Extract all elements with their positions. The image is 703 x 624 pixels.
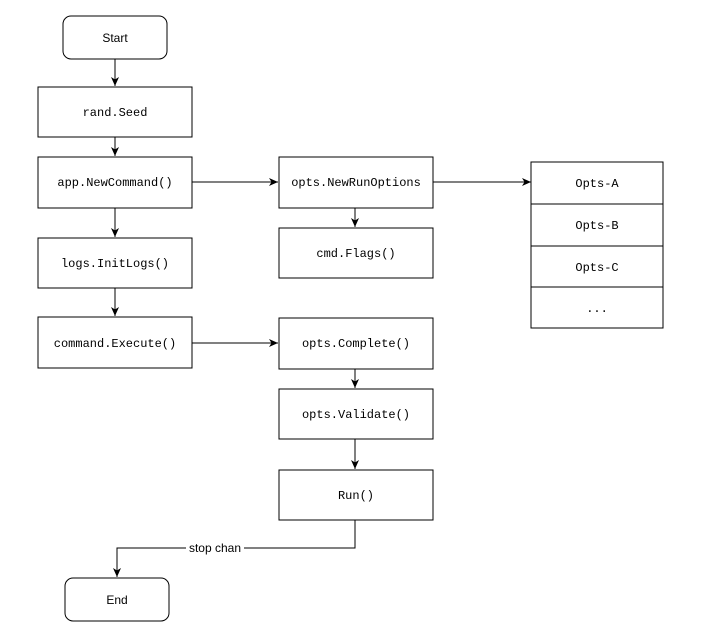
run-node: Run() bbox=[278, 469, 434, 521]
complete-node: opts.Complete() bbox=[278, 317, 434, 370]
run-label: Run() bbox=[338, 489, 374, 503]
new-command-node: app.NewCommand() bbox=[37, 156, 193, 209]
execute-node: command.Execute() bbox=[37, 316, 193, 369]
opts-list-item: Opts-A bbox=[530, 161, 664, 205]
opts-item-label: Opts-A bbox=[575, 177, 619, 191]
new-run-options-label: opts.NewRunOptions bbox=[291, 176, 421, 190]
cmd-flags-label: cmd.Flags() bbox=[316, 247, 395, 261]
new-run-options-node: opts.NewRunOptions bbox=[278, 156, 434, 209]
opts-list-item: Opts-B bbox=[530, 203, 664, 247]
validate-label: opts.Validate() bbox=[302, 408, 410, 422]
edge-label-bg bbox=[186, 541, 244, 555]
rand-seed-label: rand.Seed bbox=[83, 106, 148, 120]
cmd-flags-node: cmd.Flags() bbox=[278, 227, 434, 279]
edge-label-stop-chan: stop chan bbox=[189, 541, 241, 555]
start-label: Start bbox=[102, 31, 128, 45]
new-command-label: app.NewCommand() bbox=[57, 176, 172, 190]
end-label: End bbox=[106, 593, 127, 607]
opts-item-label: Opts-B bbox=[575, 219, 618, 233]
validate-node: opts.Validate() bbox=[278, 388, 434, 440]
init-logs-node: logs.InitLogs() bbox=[37, 237, 193, 289]
rand-seed-node: rand.Seed bbox=[37, 86, 193, 138]
opts-list-item: ... bbox=[530, 286, 664, 329]
end-node: End bbox=[64, 577, 170, 622]
opts-list: Opts-A Opts-B Opts-C ... bbox=[530, 161, 664, 329]
opts-list-item: Opts-C bbox=[530, 245, 664, 288]
init-logs-label: logs.InitLogs() bbox=[61, 257, 169, 271]
complete-label: opts.Complete() bbox=[302, 337, 410, 351]
opts-item-label: ... bbox=[586, 302, 608, 316]
opts-item-label: Opts-C bbox=[575, 261, 618, 275]
execute-label: command.Execute() bbox=[54, 337, 176, 351]
start-node: Start bbox=[62, 15, 168, 60]
